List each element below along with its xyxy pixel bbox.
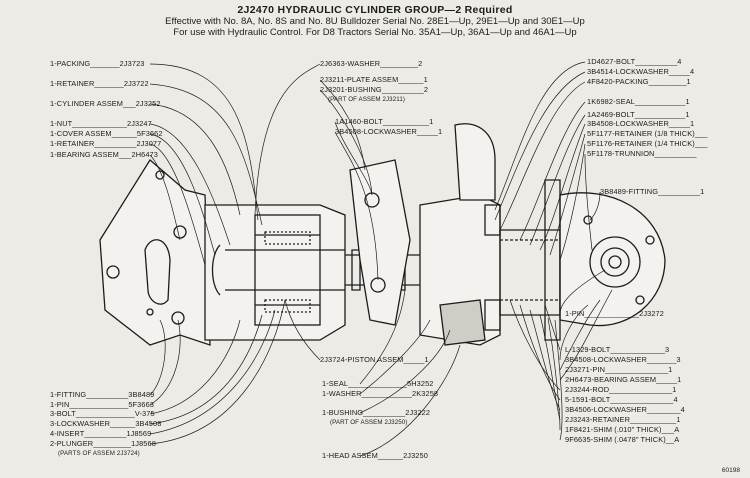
label-r-shim-1: 1F8421-SHIM (.010" THICK)___A: [565, 425, 680, 434]
label-bolt-mid: 1A1460-BOLT___________1: [335, 117, 434, 126]
label-fitting: 1-FITTING__________3B8489: [50, 390, 155, 399]
figure-number: 60198: [721, 467, 740, 474]
label-pin: 1-PIN______________5F3663: [50, 400, 155, 409]
usage-note: For use with Hydraulic Control. For D8 T…: [173, 27, 577, 38]
label-bearing-assem: 1-BEARING ASSEM___2H6473: [50, 150, 158, 159]
label-retainer: 1-RETAINER_______2J3722: [50, 79, 149, 88]
label-r-pin: 1-PIN_____________2J3272: [565, 309, 664, 318]
label-part-of-plate: (PART OF ASSEM 2J3211): [328, 96, 406, 103]
mounting-bracket: [99, 159, 211, 346]
label-bolt: 3-BOLT______________V-375: [50, 409, 155, 418]
label-r-lockwasher-3: 3B4508-LOCKWASHER_______3: [565, 355, 681, 364]
label-part-of-head: (PART OF ASSEM 2J3250): [330, 419, 408, 426]
label-lockwasher-mid: 3B4508-LOCKWASHER_____1: [335, 127, 443, 136]
label-cylinder-assem: 1-CYLINDER ASSEM___2J3252: [50, 99, 161, 108]
label-r-retainer-3: 2J3243-RETAINER___________1: [565, 415, 681, 424]
label-nut: 1-NUT_____________2J3247: [50, 119, 152, 128]
label-insert: 4-INSERT__________1J8569: [50, 429, 152, 438]
label-washer: 2J6363-WASHER_________2: [320, 59, 423, 68]
label-head-assem: 1-HEAD ASSEM______2J3250: [322, 451, 428, 460]
label-r-fitting: 3B8489-FITTING__________1: [600, 187, 705, 196]
label-r-lockwasher: 3B4514-LOCKWASHER_____4: [587, 67, 695, 76]
plate-assembly: [349, 159, 411, 326]
label-r-seal: 1K6982-SEAL____________1: [587, 97, 690, 106]
label-r-lockwasher-4: 3B4506-LOCKWASHER________4: [565, 405, 685, 414]
label-r-trunnion: 5F1178-TRUNNION__________: [587, 149, 697, 158]
label-r-bolt-2: 1A2469-BOLT____________1: [587, 110, 690, 119]
diagram-title-block: 2J2470 HYDRAULIC CYLINDER GROUP—2 Requir…: [0, 4, 750, 38]
label-washer-2: 1-WASHER____________2K3258: [322, 389, 439, 398]
label-r-bolt: 1D4627-BOLT__________4: [587, 57, 682, 66]
cylinder-assembly: [204, 204, 346, 341]
label-lockwasher: 3-LOCKWASHER______3B4508: [50, 419, 162, 428]
label-r-rod: 2J3244-ROD_______________1: [565, 385, 677, 394]
effective-note: Effective with No. 8A, No. 8S and No. 8U…: [165, 16, 585, 27]
label-bushing-2: 1-BUSHING__________2J3222: [322, 408, 431, 417]
label-cover-assem: 1-COVER ASSEM______5F3662: [50, 129, 163, 138]
diagram-title: 2J2470 HYDRAULIC CYLINDER GROUP—2 Requir…: [237, 4, 513, 16]
label-packing: 1-PACKING_______2J3723: [50, 59, 145, 68]
leader-lines: [149, 61, 613, 457]
head-assembly: [419, 123, 501, 346]
label-r-lockwasher-2: 3B4508-LOCKWASHER_____1: [587, 119, 695, 128]
label-r-bolt-4: 5-1591-BOLT_______________4: [565, 395, 678, 404]
label-parts-of-assem: (PARTS OF ASSEM 2J3724): [58, 450, 140, 457]
label-r-bearing: 2H6473-BEARING ASSEM_____1: [565, 375, 682, 384]
label-r-shim-2: 9F6635-SHIM (.0478" THICK)__A: [565, 435, 680, 444]
label-retainer-2: 1-RETAINER__________2J3077: [50, 139, 162, 148]
label-r-packing: 4F8420-PACKING_________1: [587, 77, 691, 86]
label-r-retainer-2: 5F1176-RETAINER (1/4 THICK)___: [587, 139, 708, 148]
label-bushing: 2J3201-BUSHING__________2: [320, 85, 429, 94]
label-piston-assem: 2J3724-PISTON ASSEM_____1: [320, 355, 429, 364]
label-plate-assem: 2J3211-PLATE ASSEM______1: [320, 75, 428, 84]
label-plunger: 2-PLUNGER_________1J8568: [50, 439, 156, 448]
label-r-retainer-1: 5F1177-RETAINER (1/8 THICK)___: [587, 129, 708, 138]
label-r-bolt-3: L-1329-BOLT_____________3: [565, 345, 670, 354]
label-r-pin-2: 2J3271-PIN_______________1: [565, 365, 673, 374]
trunnion: [499, 179, 666, 341]
label-seal: 1-SEAL______________5H3252: [322, 379, 434, 388]
